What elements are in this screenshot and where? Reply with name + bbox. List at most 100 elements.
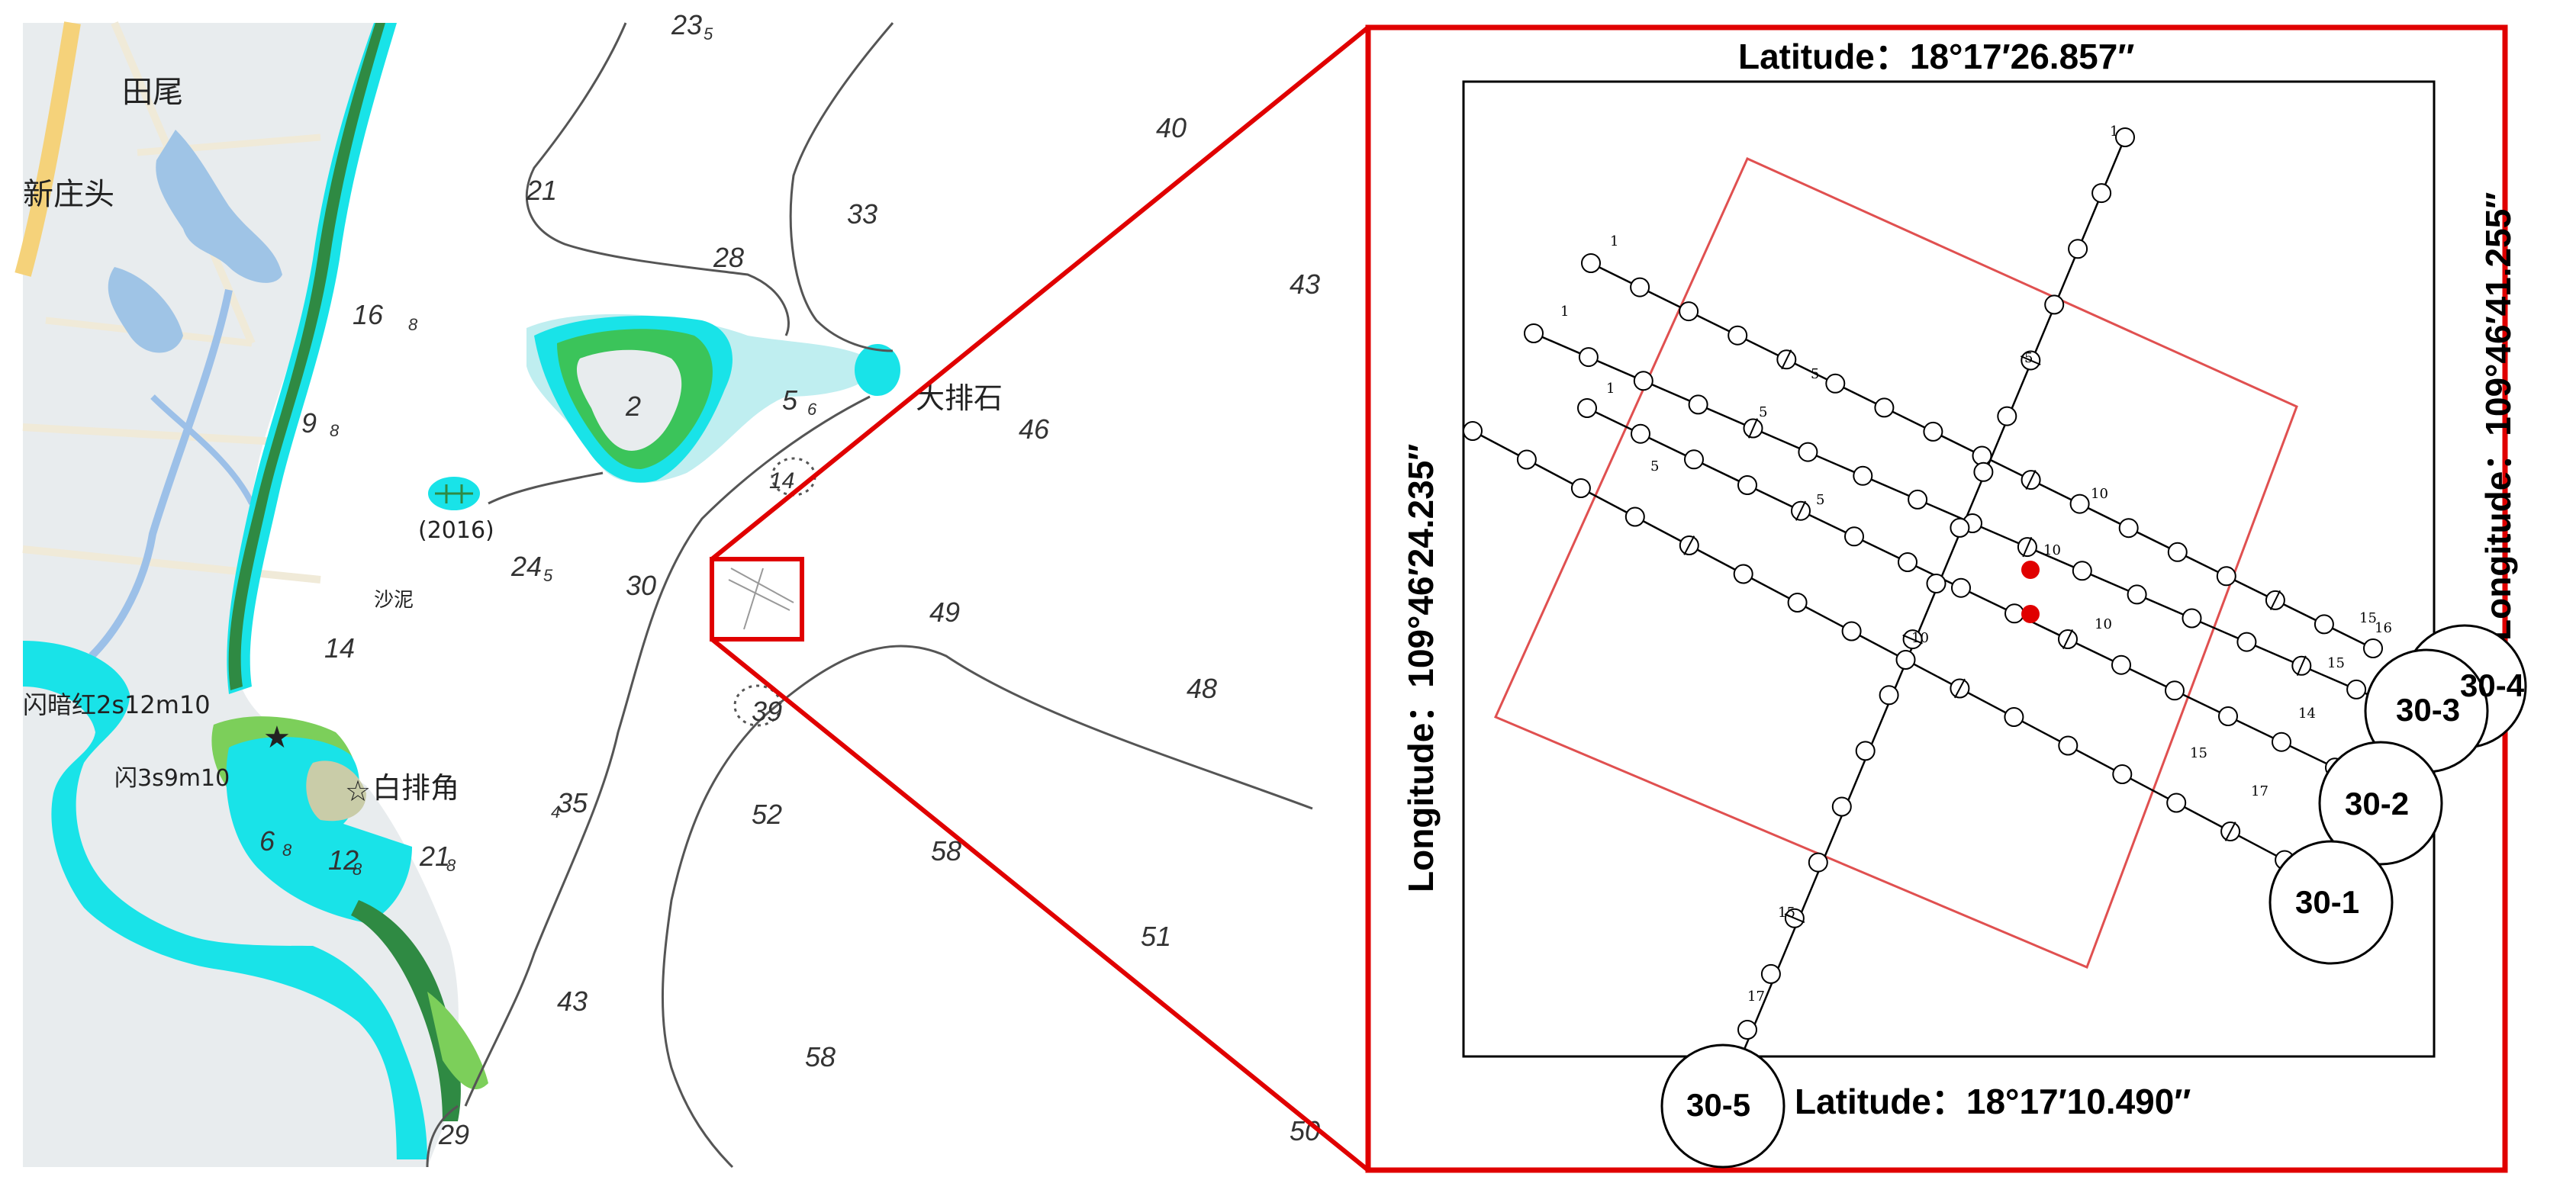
transect-30-4-point bbox=[2314, 614, 2334, 635]
transect-30-4-point bbox=[2118, 518, 2139, 539]
transect-30-4-point bbox=[1581, 253, 1601, 273]
depth-sounding: 29 bbox=[438, 1119, 469, 1150]
tick-label: 10 bbox=[2095, 616, 2112, 632]
station-30-1-circle bbox=[2268, 840, 2394, 965]
islet bbox=[855, 344, 900, 396]
depth-sounding: 16 bbox=[353, 299, 384, 330]
tick-label: 15 bbox=[2190, 745, 2207, 761]
transect-30-1-point bbox=[1516, 449, 1537, 470]
transect-30-4-point bbox=[1825, 373, 1846, 394]
transect-30-1-point bbox=[1841, 621, 1862, 642]
coast-reef bbox=[228, 23, 385, 690]
transect-30-5-point bbox=[2044, 294, 2065, 315]
highlight-point bbox=[2021, 605, 2040, 623]
road bbox=[22, 423, 291, 446]
wreck-label: 14 bbox=[769, 468, 794, 494]
depth-sounding: 52 bbox=[752, 799, 782, 830]
tick-label: 5 bbox=[1816, 492, 1824, 508]
road bbox=[22, 545, 321, 584]
light-note: 闪暗红2s12m10 bbox=[23, 690, 211, 719]
tick-label: 5 bbox=[2024, 350, 2033, 366]
depth-sounding: 58 bbox=[805, 1041, 836, 1072]
depth-subscript: 8 bbox=[446, 856, 456, 875]
tick-label: 15 bbox=[2327, 655, 2345, 671]
transect-30-5-point bbox=[2115, 127, 2135, 147]
transect-tick bbox=[1747, 418, 1759, 439]
depth-subscript: 5 bbox=[543, 566, 553, 585]
transect-tick bbox=[2296, 655, 2307, 676]
transect-30-4-point bbox=[1679, 301, 1699, 322]
transect-tick bbox=[2224, 822, 2236, 841]
depth-contour bbox=[488, 471, 604, 505]
latitude-top: Latitude：18°17′26.857″ bbox=[1738, 37, 2134, 76]
zoom-connector bbox=[710, 25, 1370, 561]
transect-30-2-point bbox=[1951, 577, 1971, 598]
place-name: 田尾 bbox=[122, 75, 183, 110]
station-30-2-circle bbox=[2318, 741, 2443, 866]
tick-label: 14 bbox=[2298, 706, 2316, 722]
depth-sounding: 35 bbox=[557, 787, 588, 818]
depth-sounding: 9 bbox=[301, 407, 317, 439]
transect-30-5-point bbox=[1737, 1020, 1757, 1040]
depth-sounding: 21 bbox=[419, 841, 450, 872]
transect-30-5-point bbox=[1950, 517, 1970, 538]
depth-contour bbox=[464, 395, 871, 1107]
transect-30-4-point bbox=[2069, 494, 2090, 514]
inset-panel: Latitude：18°17′26.857″ Latitude：18°17′10… bbox=[1365, 24, 2527, 1173]
transect-30-3-point bbox=[2072, 561, 2092, 581]
transect-30-2-point bbox=[1684, 449, 1704, 470]
nautical-chart: ★ ☆ 田尾 新庄头 大排石 白排角 沙泥 (2016) 闪暗红2s12m10 … bbox=[14, 9, 1370, 1172]
transect-30-1-point bbox=[1733, 564, 1753, 584]
transect-30-3-point bbox=[1578, 347, 1599, 368]
transect-30-5-point bbox=[2091, 183, 2112, 204]
transect-30-5-point bbox=[1760, 963, 1781, 984]
transect-tick bbox=[2025, 470, 2037, 490]
transect-30-3-point bbox=[1688, 394, 1708, 415]
depth-sounding: 30 bbox=[626, 570, 656, 601]
transect-tick bbox=[2021, 355, 2041, 365]
latitude-bottom: Latitude：18°17′10.490″ bbox=[1795, 1082, 2191, 1121]
station-label: 30-1 bbox=[2295, 884, 2359, 920]
depth-sounding: 14 bbox=[324, 632, 355, 664]
place-name: 新庄头 bbox=[23, 177, 114, 212]
transect-tick bbox=[1781, 349, 1792, 370]
transect-30-4-point bbox=[1728, 325, 1748, 346]
transect-30-1-point bbox=[1570, 478, 1591, 498]
transect-30-2-point bbox=[2272, 732, 2291, 752]
transect-30-5-point bbox=[1855, 741, 1876, 761]
transect-30-1-point bbox=[1463, 421, 1483, 441]
island-land bbox=[576, 349, 682, 451]
transect-tick bbox=[1795, 500, 1807, 521]
depth-subscript: 5 bbox=[704, 24, 713, 43]
transect-30-2-point bbox=[1577, 398, 1597, 418]
inset-plot-border bbox=[1462, 80, 2436, 1058]
transect-30-3-point bbox=[2346, 679, 2367, 699]
tick-label: 5 bbox=[1811, 366, 1819, 382]
depth-contour bbox=[789, 22, 894, 352]
transect-30-4-point bbox=[2167, 542, 2188, 562]
land-area bbox=[23, 687, 397, 1167]
depth-sounding: 58 bbox=[931, 835, 961, 867]
transect-tick bbox=[1784, 913, 1805, 924]
transect-30-3-point bbox=[1798, 442, 1818, 462]
depth-subscript: 6 bbox=[807, 400, 817, 419]
place-name: 白排角 bbox=[372, 771, 459, 805]
road bbox=[14, 21, 81, 277]
depth-contour bbox=[426, 1105, 459, 1168]
transect-30-1-point bbox=[1787, 593, 1808, 613]
transect-30-4-point bbox=[1630, 277, 1650, 297]
transect-30-4-point bbox=[2216, 566, 2236, 587]
transect-30-2-point bbox=[2111, 654, 2131, 675]
depth-subscript: 8 bbox=[330, 421, 340, 440]
transect-30-1-point bbox=[1624, 506, 1645, 527]
place-name: 沙泥 bbox=[374, 589, 414, 612]
tick-label: 10 bbox=[2091, 486, 2108, 502]
depth-subscript: 8 bbox=[282, 841, 292, 860]
depth-sounding: 12 bbox=[328, 844, 359, 876]
tick-label: 1 bbox=[1606, 381, 1615, 397]
depth-sounding: 6 bbox=[259, 825, 275, 857]
place-name: 大排石 bbox=[916, 381, 1003, 415]
transect-30-2-point bbox=[1898, 552, 1918, 572]
